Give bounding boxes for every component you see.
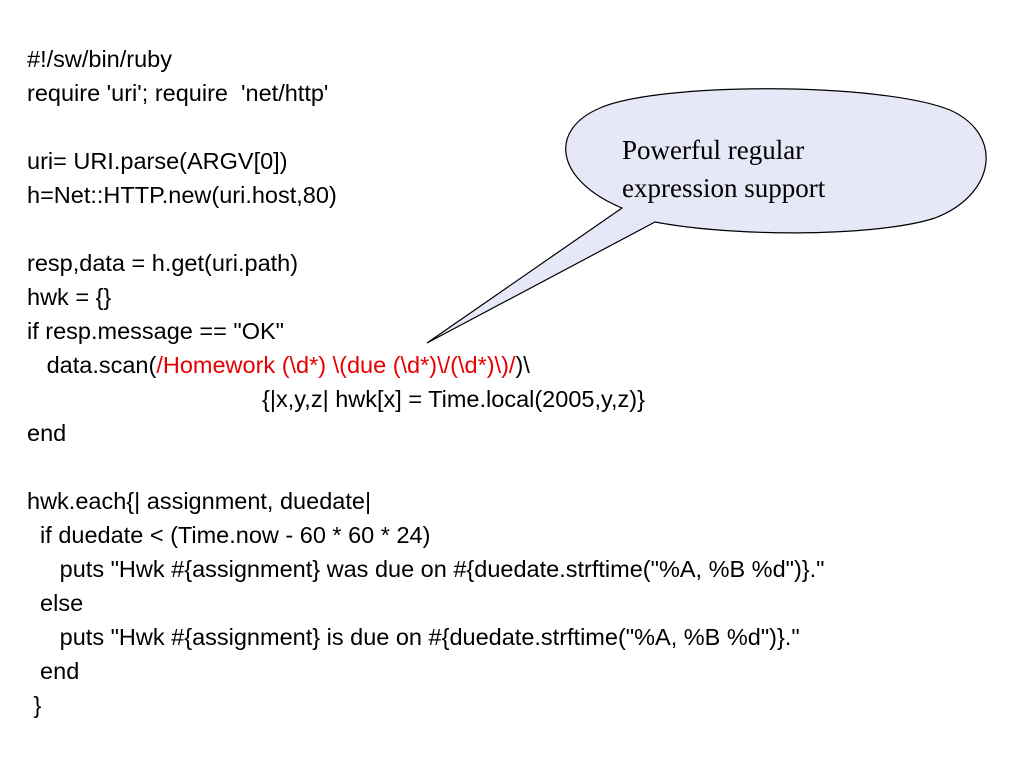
code-line: uri= URI.parse(ARGV[0]) xyxy=(27,144,825,178)
code-line: hwk.each{| assignment, duedate| xyxy=(27,484,825,518)
code-text: )\ xyxy=(515,352,530,378)
code-text: uri= URI.parse(ARGV[0]) xyxy=(27,148,288,174)
code-listing: #!/sw/bin/ruby require 'uri'; require 'ne… xyxy=(27,42,825,722)
code-line: if duedate < (Time.now - 60 * 60 * 24) xyxy=(27,518,825,552)
callout-text: Powerful regular expression support xyxy=(622,131,942,207)
code-text: if duedate < (Time.now - 60 * 60 * 24) xyxy=(27,522,431,548)
code-text: #!/sw/bin/ruby xyxy=(27,46,172,72)
code-line: if resp.message == "OK" xyxy=(27,314,825,348)
code-line: data.scan(/Homework (\d*) \(due (\d*)\/(… xyxy=(27,348,825,382)
callout-shape xyxy=(426,88,987,344)
code-line: #!/sw/bin/ruby xyxy=(27,42,825,76)
code-text: {|x,y,z| hwk[x] = Time.local(2005,y,z)} xyxy=(27,386,645,412)
code-line: end xyxy=(27,654,825,688)
code-text: puts "Hwk #{assignment} is due on #{dued… xyxy=(27,624,800,650)
code-line: puts "Hwk #{assignment} is due on #{dued… xyxy=(27,620,825,654)
code-text: h=Net::HTTP.new(uri.host,80) xyxy=(27,182,337,208)
regex-literal: /Homework (\d*) \(due (\d*)\/(\d*)\)/ xyxy=(156,352,516,378)
code-text: end xyxy=(27,658,80,684)
callout-line-2: expression support xyxy=(622,173,826,203)
code-text: data.scan( xyxy=(27,352,157,378)
code-text: else xyxy=(27,590,84,616)
code-line: hwk = {} xyxy=(27,280,825,314)
code-text: end xyxy=(27,420,67,446)
code-line: end xyxy=(27,416,825,450)
code-line: } xyxy=(27,688,825,722)
callout-line-1: Powerful regular xyxy=(622,135,805,165)
code-line: else xyxy=(27,586,825,620)
code-line: puts "Hwk #{assignment} was due on #{due… xyxy=(27,552,825,586)
code-text: if resp.message == "OK" xyxy=(27,318,285,344)
code-line: {|x,y,z| hwk[x] = Time.local(2005,y,z)} xyxy=(27,382,825,416)
code-line: h=Net::HTTP.new(uri.host,80) xyxy=(27,178,825,212)
code-text: hwk.each{| assignment, duedate| xyxy=(27,488,372,514)
code-text: require 'uri'; require 'net/http' xyxy=(27,80,329,106)
code-text: puts "Hwk #{assignment} was due on #{due… xyxy=(27,556,825,582)
code-text: } xyxy=(27,692,42,718)
code-line: resp,data = h.get(uri.path) xyxy=(27,246,825,280)
code-text: hwk = {} xyxy=(27,284,112,310)
code-text: resp,data = h.get(uri.path) xyxy=(27,250,299,276)
code-line: require 'uri'; require 'net/http' xyxy=(27,76,825,110)
